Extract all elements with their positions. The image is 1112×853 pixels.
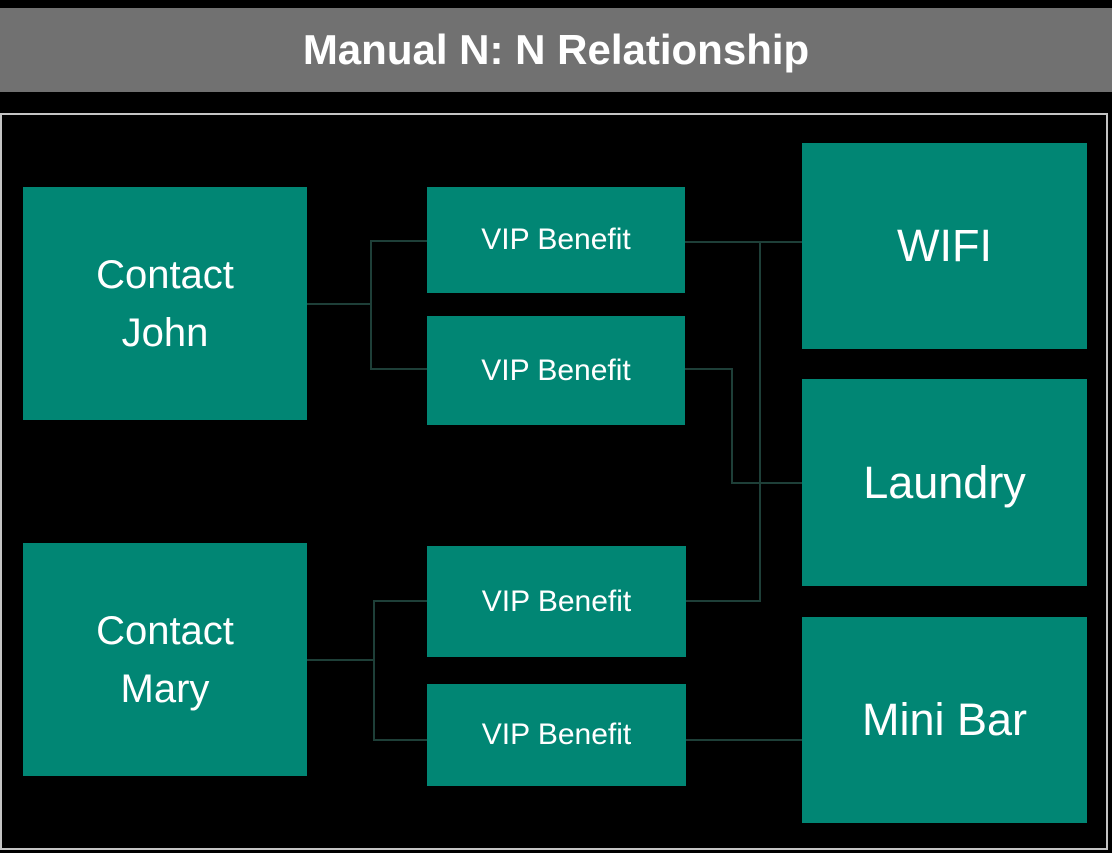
- connector-john-out: [307, 303, 372, 305]
- node-vip-benefit-4: VIP Benefit: [427, 684, 686, 786]
- title-bar: Manual N: N Relationship: [0, 8, 1112, 92]
- node-label: Mary: [120, 666, 210, 711]
- node-vip-benefit-3: VIP Benefit: [427, 546, 686, 657]
- node-label: VIP Benefit: [481, 223, 631, 256]
- node-label: John: [121, 310, 209, 355]
- node-contact-mary: Contact Mary: [23, 543, 307, 776]
- node-label: VIP Benefit: [481, 718, 632, 751]
- node-label: VIP Benefit: [481, 353, 631, 387]
- page-title: Manual N: N Relationship: [302, 26, 810, 73]
- connector-mary-vip3: [373, 600, 427, 602]
- connector-john-branch: [370, 240, 372, 370]
- node-service-wifi: WIFI: [802, 143, 1087, 349]
- connector-vip3-wifi-vertical: [759, 241, 761, 602]
- node-service-laundry: Laundry: [802, 379, 1087, 586]
- node-vip-benefit-1: VIP Benefit: [427, 187, 685, 293]
- node-vip-benefit-2: VIP Benefit: [427, 316, 685, 425]
- connector-vip2-laundry: [731, 482, 802, 484]
- node-label: VIP Benefit: [481, 584, 632, 618]
- node-label: Contact: [96, 252, 234, 297]
- connector-vip2-vertical: [731, 368, 733, 484]
- node-label: Mini Bar: [861, 694, 1028, 745]
- connector-vip2-out: [685, 368, 733, 370]
- connector-mary-vip4: [373, 739, 427, 741]
- connector-mary-out: [307, 659, 375, 661]
- connector-vip3-out: [686, 600, 761, 602]
- node-label: Contact: [96, 608, 234, 653]
- node-label: WIFI: [897, 220, 992, 271]
- connector-mary-branch: [373, 600, 375, 741]
- connector-vip1-wifi: [685, 241, 802, 243]
- node-label: Laundry: [863, 456, 1026, 508]
- connector-vip4-minibar: [686, 739, 802, 741]
- connector-john-vip1: [370, 240, 427, 242]
- connector-john-vip2: [370, 368, 427, 370]
- node-service-mini-bar: Mini Bar: [802, 617, 1087, 823]
- node-contact-john: Contact John: [23, 187, 307, 420]
